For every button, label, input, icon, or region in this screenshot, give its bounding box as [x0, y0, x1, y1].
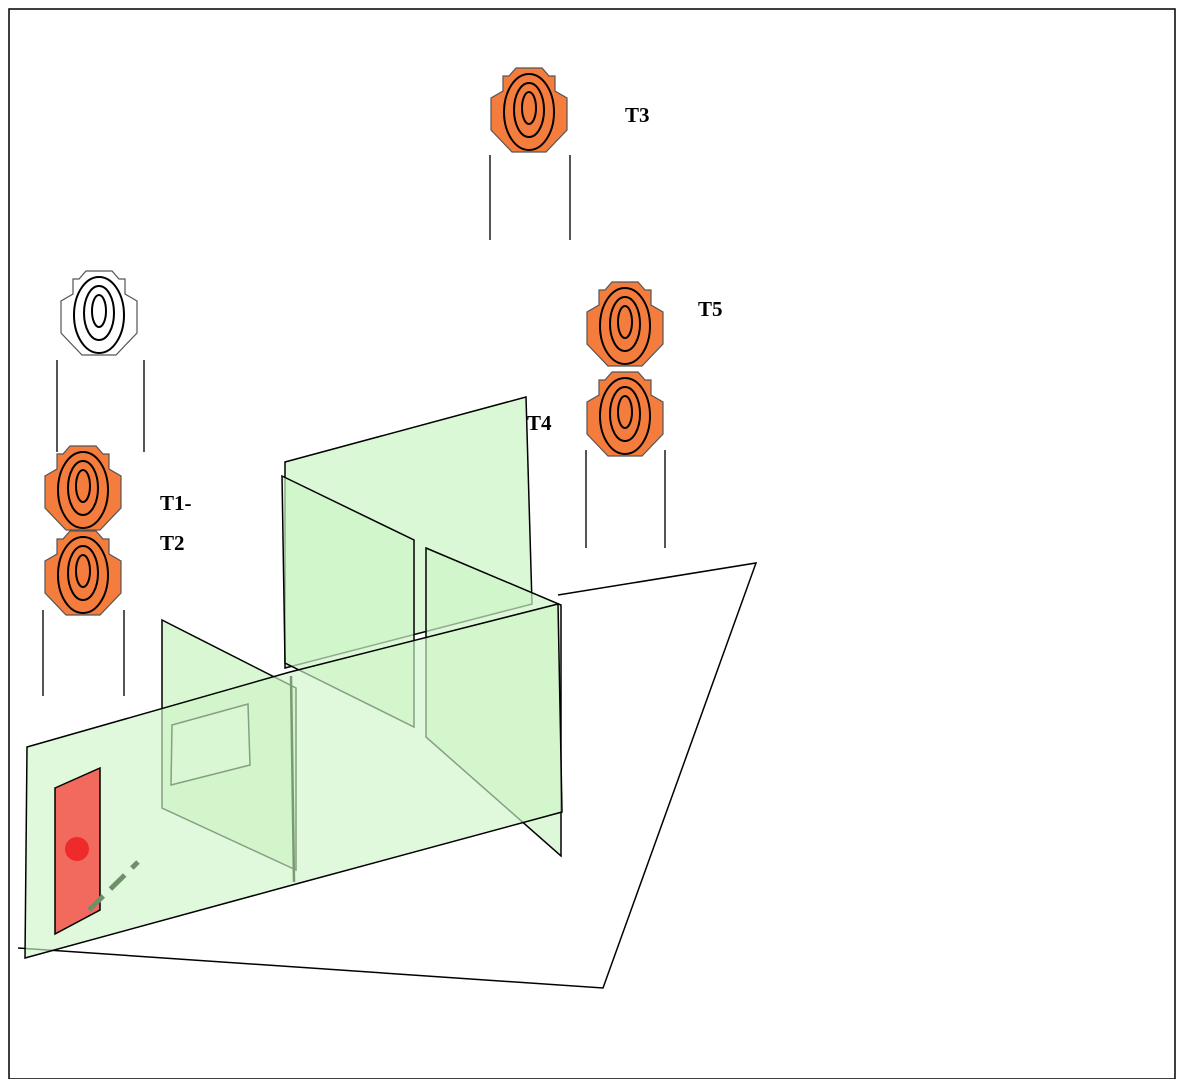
- target-t3: [489, 67, 571, 240]
- label-t1-t2-line1: T1-: [160, 491, 192, 515]
- floor-outline: [17, 562, 758, 989]
- frame-border: [8, 8, 1176, 1079]
- label-t4: T4: [527, 411, 552, 435]
- target-no-shoot: [56, 270, 145, 452]
- target-t4-t5: [585, 281, 666, 548]
- start-position-dot: [65, 837, 89, 861]
- target-t1-t2: [42, 445, 125, 696]
- label-t1-t2-line2: T2: [160, 531, 185, 555]
- sight-line: [87, 860, 140, 912]
- label-t5: T5: [698, 297, 723, 321]
- wall-seam: [289, 675, 296, 883]
- label-t3: T3: [625, 103, 650, 127]
